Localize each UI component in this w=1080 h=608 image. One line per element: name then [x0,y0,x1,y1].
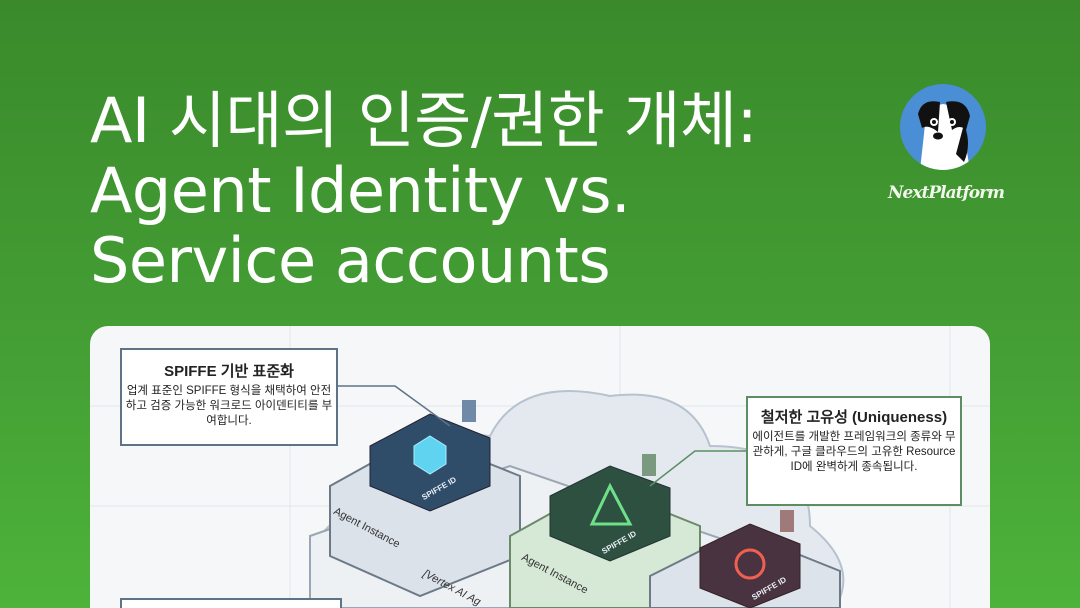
callout-heading: SPIFFE 기반 표준화 [164,363,294,380]
page-title: AI 시대의 인증/권한 개체: Agent Identity vs. Serv… [90,86,757,296]
callout-body: 에이전트를 개발한 프레임워크의 종류와 무관하게, 구글 클라우드의 고유한 … [752,431,956,473]
dog-avatar-icon [900,84,986,170]
title-line: Agent Identity vs. [90,154,631,227]
agent-instance-blue [329,400,521,598]
callout-spiffe: SPIFFE 기반 표준화 업계 표준인 SPIFFE 형식을 채택하여 안전하… [120,348,338,446]
callout-uniqueness: 철저한 고유성 (Uniqueness) 에이전트를 개발한 프레임워크의 종류… [746,396,962,506]
callout-heading: 철저한 고유성 (Uniqueness) [760,409,948,426]
callout-body: 업계 표준인 SPIFFE 형식을 채택하여 안전하고 검증 가능한 워크로드 … [125,385,333,427]
brand-logo: NextPlatform [888,183,1005,203]
title-line: AI 시대의 인증/권한 개체: [90,84,757,157]
diagram-illustration [90,326,990,608]
agent-instance-red [649,510,841,608]
callout-partial [120,598,342,608]
diagram-card: SPIFFE ID SPIFFE ID SPIFFE ID Agent Inst… [90,326,990,608]
title-line: Service accounts [90,224,611,297]
